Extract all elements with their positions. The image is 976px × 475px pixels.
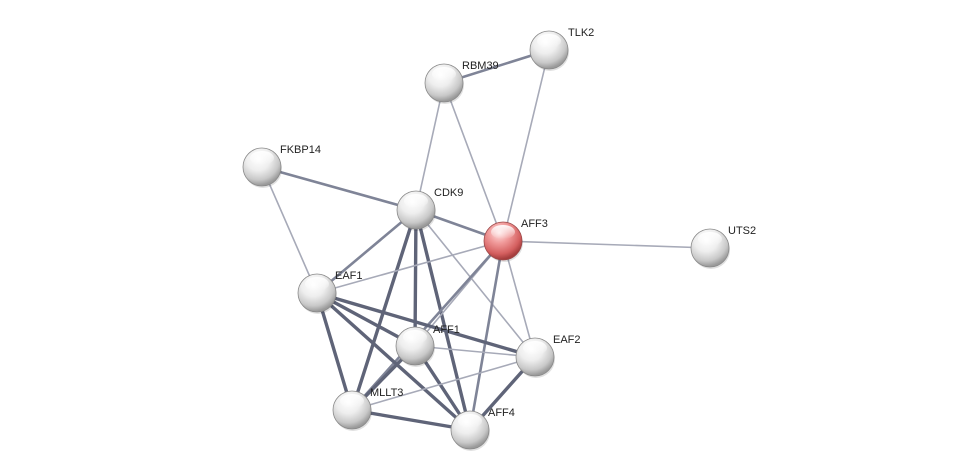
edge-rbm39-cdk9[interactable] <box>415 82 445 211</box>
edge-eaf1-mllt3[interactable] <box>315 291 354 412</box>
node-label-cdk9: CDK9 <box>434 187 463 199</box>
node-highlight <box>340 394 364 408</box>
edge-cdk9-eaf2[interactable] <box>415 209 536 358</box>
edge-tlk2-aff3[interactable] <box>502 49 550 242</box>
edge-fkbp14-cdk9[interactable] <box>260 165 418 212</box>
node-label-fkbp14: FKBP14 <box>280 144 321 156</box>
edge-mllt3-aff4[interactable] <box>350 408 472 432</box>
node-highlight <box>523 341 547 355</box>
edge-eaf1-eaf2[interactable] <box>315 291 537 359</box>
node-label-rbm39: RBM39 <box>462 60 499 72</box>
node-highlight <box>537 34 561 48</box>
node-label-aff1: AFF1 <box>433 324 460 336</box>
node-cdk9[interactable]: CDK9 <box>396 187 463 231</box>
node-tlk2[interactable]: TLK2 <box>529 27 594 71</box>
node-mllt3[interactable]: MLLT3 <box>332 387 403 431</box>
node-uts2[interactable]: UTS2 <box>690 225 756 269</box>
node-highlight <box>491 225 515 239</box>
node-layer: TLK2RBM39FKBP14CDK9AFF3UTS2EAF1AFF1EAF2M… <box>242 27 756 451</box>
edge-mllt3-eaf2[interactable] <box>351 356 536 411</box>
edge-cdk9-mllt3[interactable] <box>350 208 418 412</box>
edge-aff3-aff4[interactable] <box>468 239 505 432</box>
node-label-tlk2: TLK2 <box>568 27 594 39</box>
node-label-uts2: UTS2 <box>728 225 756 237</box>
node-label-aff4: AFF4 <box>488 407 515 419</box>
node-aff1[interactable]: AFF1 <box>395 324 460 367</box>
node-aff3[interactable]: AFF3 <box>483 218 548 262</box>
node-label-eaf2: EAF2 <box>553 334 581 346</box>
node-highlight <box>404 194 428 208</box>
node-label-eaf1: EAF1 <box>335 270 363 282</box>
node-highlight <box>403 330 427 344</box>
node-rbm39[interactable]: RBM39 <box>424 60 499 104</box>
node-eaf2[interactable]: EAF2 <box>515 334 581 378</box>
node-highlight <box>458 414 482 428</box>
node-label-aff3: AFF3 <box>521 218 548 230</box>
edge-aff3-uts2[interactable] <box>502 240 711 249</box>
edge-cdk9-eaf1[interactable] <box>315 208 418 295</box>
node-aff4[interactable]: AFF4 <box>450 407 515 451</box>
edge-eaf1-aff4[interactable] <box>315 291 472 432</box>
edge-cdk9-aff4[interactable] <box>414 208 472 432</box>
edge-rbm39-aff3[interactable] <box>443 82 504 242</box>
node-highlight <box>698 232 722 246</box>
node-highlight <box>250 151 274 165</box>
edge-aff3-eaf1[interactable] <box>316 240 504 294</box>
edge-aff1-eaf2[interactable] <box>414 345 536 358</box>
node-highlight <box>432 67 456 81</box>
edge-aff3-eaf2[interactable] <box>502 240 536 358</box>
node-highlight <box>305 277 329 291</box>
node-eaf1[interactable]: EAF1 <box>297 270 363 314</box>
edge-fkbp14-eaf1[interactable] <box>261 166 318 294</box>
node-label-mllt3: MLLT3 <box>370 387 403 399</box>
node-fkbp14[interactable]: FKBP14 <box>242 144 321 188</box>
